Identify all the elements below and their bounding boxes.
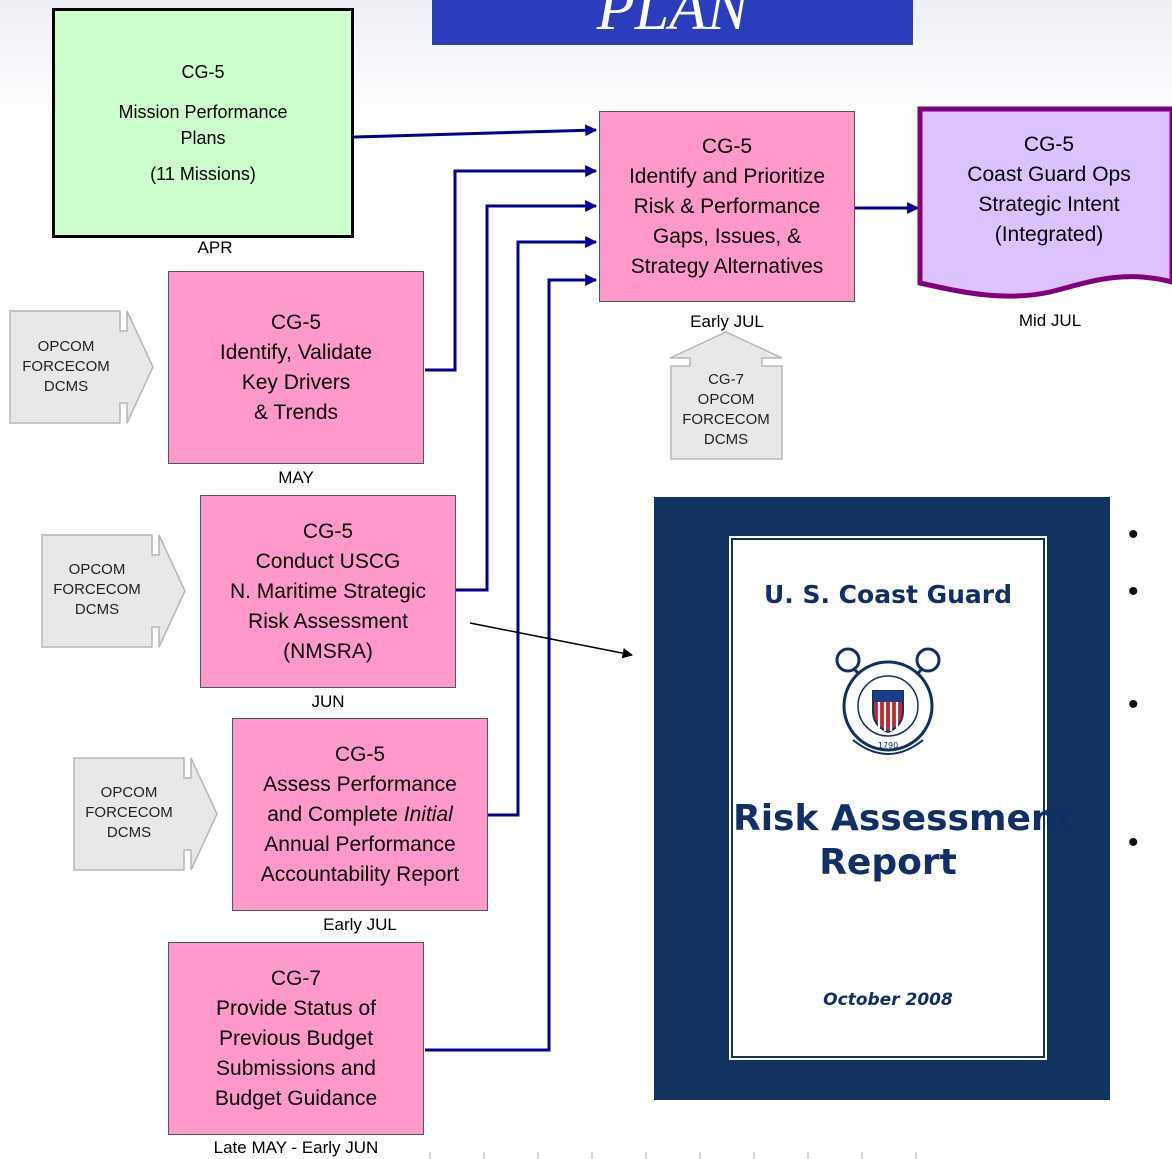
- up-input-3: FORCECOM: [682, 411, 770, 428]
- bullet-3: •: [1128, 688, 1139, 721]
- input-chevron-up: [669, 331, 783, 460]
- up-input-1: CG-7: [708, 371, 744, 388]
- budget-date: Late MAY - Early JUN: [213, 1138, 379, 1157]
- coast-guard-seal-icon: 1790: [835, 647, 941, 755]
- prioritize-line3: Gaps, Issues, &: [652, 224, 802, 248]
- bullet-1: •: [1128, 518, 1139, 551]
- nmsra-date: JUN: [311, 692, 345, 711]
- intent-line2: Strategic Intent: [978, 193, 1120, 216]
- drivers-line3: & Trends: [253, 400, 339, 424]
- intent-text: CG-5 Coast Guard Ops Strategic Intent (I…: [926, 130, 1172, 250]
- performance-line2: and Complete Initial: [267, 800, 453, 830]
- drivers-input-2: FORCECOM: [22, 358, 110, 375]
- prioritize-line4: Strategy Alternatives: [630, 254, 824, 278]
- key-drivers-box: CG-5 Identify, Validate Key Drivers & Tr…: [168, 271, 424, 464]
- budget-line4: Budget Guidance: [214, 1086, 378, 1110]
- bullet-2: •: [1128, 575, 1139, 608]
- performance-inputs-label: OPCOM FORCECOM DCMS: [75, 783, 183, 843]
- budget-line2: Previous Budget: [218, 1026, 374, 1050]
- prioritize-org: CG-5: [701, 134, 753, 158]
- bottom-tick-marks: [429, 1152, 917, 1159]
- arrow-nmsra-to-report: [469, 622, 634, 659]
- performance-input-2: FORCECOM: [85, 804, 173, 821]
- nmsra-input-3: DCMS: [74, 601, 120, 618]
- mission-line3: (11 Missions): [150, 164, 256, 184]
- performance-line3: Annual Performance: [264, 832, 456, 856]
- nmsra-box: CG-5 Conduct USCG N. Maritime Strategic …: [200, 495, 456, 688]
- drivers-date: MAY: [278, 468, 314, 487]
- performance-line2-b: Initial: [403, 802, 453, 826]
- performance-line4: Accountability Report: [260, 862, 460, 886]
- intent-document-shape: [917, 106, 1172, 299]
- mission-org: CG-5: [181, 62, 225, 82]
- intent-org: CG-5: [1023, 133, 1075, 156]
- arrow-nmsra-to-prioritize: [456, 200, 598, 592]
- performance-input-1: OPCOM: [100, 784, 158, 801]
- arrow-drivers-to-prioritize: [425, 165, 598, 372]
- prioritize-line1: Identify and Prioritize: [628, 164, 826, 188]
- report-title-line1: Risk Assessment: [733, 798, 1074, 839]
- intent-line3: (Integrated): [994, 223, 1104, 246]
- nmsra-input-2: FORCECOM: [53, 581, 141, 598]
- drivers-input-3: DCMS: [43, 378, 89, 395]
- nmsra-line1: Conduct USCG: [255, 549, 401, 573]
- drivers-line2: Key Drivers: [241, 370, 351, 394]
- drivers-inputs-label: OPCOM FORCECOM DCMS: [12, 337, 120, 397]
- prioritize-line2: Risk & Performance: [633, 194, 821, 218]
- up-inputs-label: CG-7 OPCOM FORCECOM DCMS: [672, 370, 780, 450]
- report-date: October 2008: [823, 990, 953, 1010]
- nmsra-line4: (NMSRA): [283, 639, 373, 663]
- mission-plans-box: CG-5 Mission Performance Plans (11 Missi…: [52, 8, 354, 238]
- performance-line2-a: and Complete: [267, 802, 404, 826]
- prioritize-box: CG-5 Identify and Prioritize Risk & Perf…: [599, 111, 855, 302]
- arrow-performance-to-prioritize: [488, 236, 598, 817]
- budget-line3: Submissions and: [216, 1056, 376, 1080]
- mission-line1: Mission Performance: [118, 102, 288, 122]
- seal-year: 1790: [878, 741, 898, 750]
- report-page: U. S. Coast Guard 1790 Risk Assessment R…: [729, 536, 1074, 1060]
- budget-org: CG-7: [270, 966, 322, 990]
- drivers-line1: Identify, Validate: [219, 340, 373, 364]
- performance-date: Early JUL: [323, 915, 397, 934]
- up-input-4: DCMS: [703, 431, 749, 448]
- budget-guidance-box: CG-7 Provide Status of Previous Budget S…: [168, 942, 424, 1135]
- nmsra-line3: Risk Assessment: [248, 609, 408, 633]
- input-chevron-nmsra: [41, 534, 186, 648]
- intent-line1: Coast Guard Ops: [967, 163, 1131, 186]
- title-banner: PLAN: [432, 0, 913, 45]
- input-chevron-drivers: [9, 310, 154, 424]
- nmsra-inputs-label: OPCOM FORCECOM DCMS: [43, 560, 151, 620]
- arrow-mission-to-prioritize: [353, 124, 598, 139]
- performance-line1: Assess Performance: [263, 772, 457, 796]
- assess-performance-box: CG-5 Assess Performance and Complete Ini…: [232, 718, 488, 911]
- bullet-4: •: [1128, 826, 1139, 859]
- performance-org: CG-5: [334, 742, 386, 766]
- performance-input-3: DCMS: [106, 824, 152, 841]
- arrow-budget-to-prioritize: [425, 274, 598, 1052]
- report-org: U. S. Coast Guard: [763, 580, 1013, 609]
- input-chevron-performance: [73, 757, 218, 871]
- title-fragment: PLAN: [596, 0, 749, 43]
- nmsra-line2: N. Maritime Strategic: [229, 579, 427, 603]
- mission-line2: Plans: [180, 128, 226, 148]
- nmsra-input-1: OPCOM: [68, 561, 126, 578]
- drivers-org: CG-5: [270, 310, 322, 334]
- drivers-input-1: OPCOM: [37, 338, 95, 355]
- report-title-line2: Report: [819, 842, 957, 883]
- budget-line1: Provide Status of: [216, 996, 376, 1020]
- up-input-2: OPCOM: [697, 391, 755, 408]
- nmsra-org: CG-5: [302, 519, 354, 543]
- mission-date: APR: [197, 238, 233, 257]
- prioritize-date: Early JUL: [690, 312, 764, 331]
- intent-date: Mid JUL: [1018, 311, 1082, 330]
